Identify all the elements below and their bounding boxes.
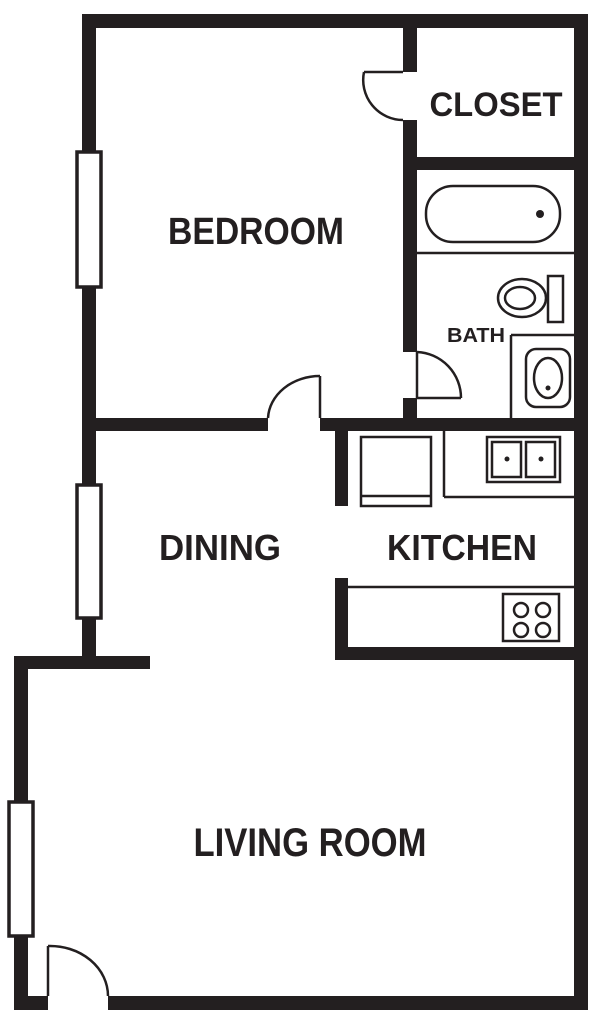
bedroom-window [75, 150, 103, 289]
entry-door [46, 944, 110, 997]
kitchen-label: KITCHEN [387, 527, 537, 568]
bedroom-label: BEDROOM [168, 211, 344, 253]
living-room-window [7, 800, 35, 938]
bathtub-icon [424, 184, 562, 244]
toilet-icon [496, 274, 565, 324]
bedroom-door [266, 374, 322, 419]
refrigerator-icon [359, 435, 433, 508]
dining-window [75, 483, 103, 620]
bath-door [415, 350, 463, 400]
dining-label: DINING [159, 527, 281, 568]
bath-label: BATH [447, 325, 505, 347]
bath-partitions [417, 251, 574, 418]
kitchen-sink-icon [485, 435, 562, 484]
windows [7, 150, 103, 938]
doors [46, 70, 463, 997]
stove-icon [501, 592, 561, 643]
living-room-label: LIVING ROOM [194, 821, 427, 865]
kitchen-counters [348, 431, 574, 589]
interior-walls [82, 14, 588, 660]
sink-icon [524, 347, 572, 409]
closet-door [361, 70, 404, 122]
closet-label: CLOSET [430, 86, 563, 124]
